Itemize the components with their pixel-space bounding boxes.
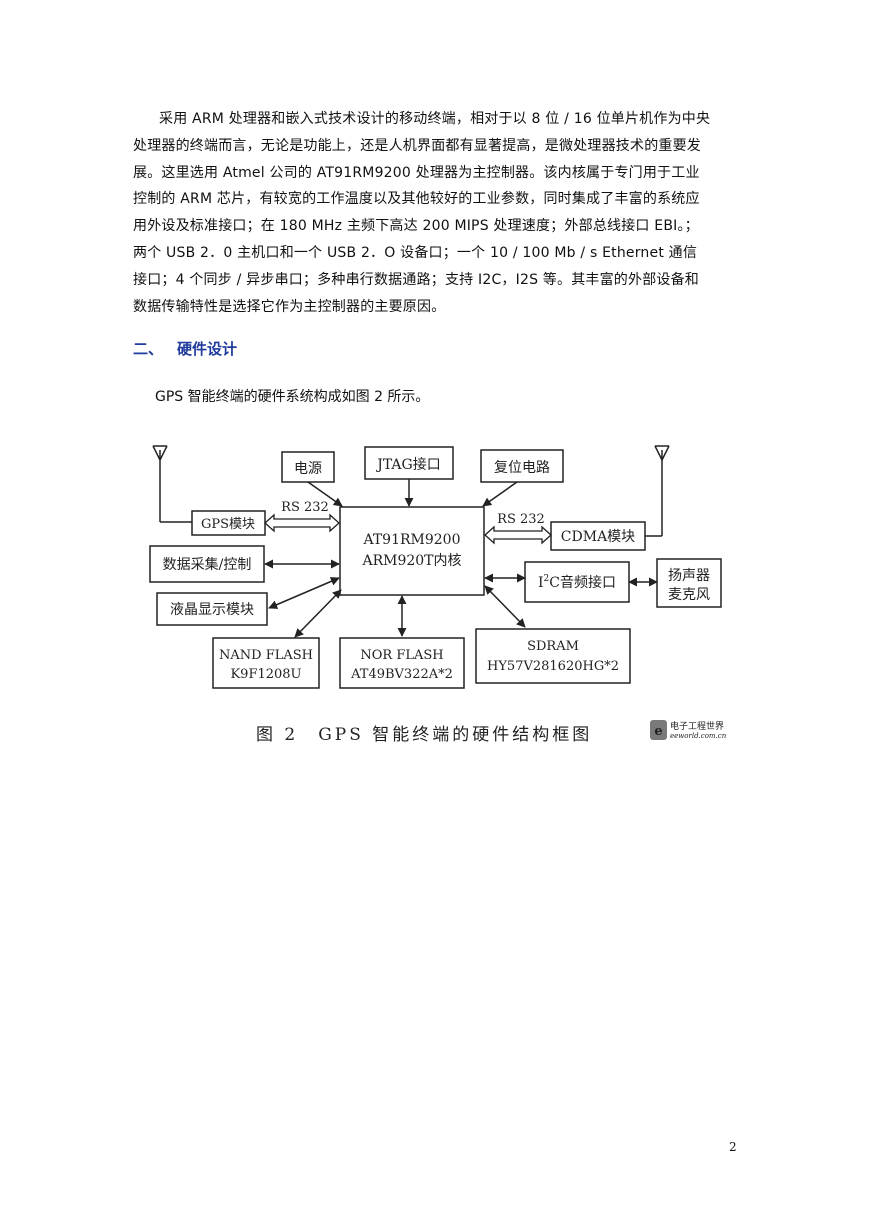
cdma-antenna-icon	[645, 445, 670, 537]
nand-flash-label-2: K9F1208U	[230, 667, 301, 682]
section-heading: 二、硬件设计	[133, 338, 237, 359]
figure-caption: 图 2 GPS 智能终端的硬件结构框图	[256, 725, 593, 745]
body-paragraph: 采用 ARM 处理器和嵌入式技术设计的移动终端，相对于以 8 位 / 16 位单…	[133, 106, 737, 320]
paragraph-line: 用外设及标准接口；在 180 MHz 主频下高达 200 MIPS 处理速度；外…	[133, 218, 699, 235]
jtag-label: JTAG接口	[375, 456, 440, 473]
nor-flash-label-1: NOR FLASH	[360, 648, 443, 663]
i2c-audio-label: I2C音频接口	[538, 574, 616, 591]
paragraph-line: 数据传输特性是选择它作为主控制器的主要原因。	[133, 298, 446, 315]
nor-flash-label-2: AT49BV322A*2	[350, 667, 453, 682]
watermark-url: eeworld.com.cn	[670, 732, 727, 740]
data-acquisition-label: 数据采集/控制	[163, 556, 252, 573]
eeworld-logo: e 电子工程世界 eeworld.com.cn	[650, 720, 727, 740]
section-title: 硬件设计	[177, 340, 238, 358]
watermark-name: 电子工程世界	[670, 720, 724, 732]
data-acquisition-box	[149, 545, 265, 583]
reset-label: 复位电路	[494, 459, 550, 476]
sdram-label-1: SDRAM	[527, 639, 579, 654]
nand-flash-label-1: NAND FLASH	[219, 648, 313, 663]
i2c-suffix: C音频接口	[549, 574, 616, 591]
rs232-left-label: RS 232	[281, 500, 329, 515]
paragraph-line: 控制的 ARM 芯片，有较宽的工作温度以及其他较好的工业参数，同时集成了丰富的系…	[133, 191, 700, 208]
power-label: 电源	[294, 461, 322, 477]
cpu-box	[339, 506, 485, 596]
section-number: 二、	[133, 340, 164, 358]
cdma-module-box	[550, 521, 646, 551]
paragraph-line: 接口；4 个同步 / 异步串口；多种串行数据通路；支持 I2C，I2S 等。其丰…	[133, 271, 700, 288]
cdma-module-label: CDMA模块	[561, 529, 635, 545]
sdram-box	[475, 628, 631, 684]
paragraph-line: 展。这里选用 Atmel 公司的 AT91RM9200 处理器为主控制器。该内核…	[133, 164, 700, 181]
page-number: 2	[729, 1140, 737, 1154]
cpu-label-2: ARM920T内核	[361, 553, 461, 569]
lcd-module-box	[156, 592, 268, 626]
sdram-label-2: HY57V281620HG*2	[487, 659, 619, 674]
svg-text:e: e	[654, 724, 662, 739]
gps-antenna-icon	[152, 445, 192, 523]
rs232-left-link	[264, 513, 340, 533]
rs232-right-link	[484, 525, 552, 545]
paragraph-line: 两个 USB 2．0 主机口和一个 USB 2．O 设备口；一个 10 / 10…	[133, 244, 698, 261]
rs232-right-label: RS 232	[497, 512, 545, 527]
microphone-label: 麦克风	[668, 587, 710, 603]
cpu-label-1: AT91RM9200	[362, 532, 460, 548]
i2c-superscript: 2	[544, 574, 550, 584]
lcd-module-label: 液晶显示模块	[170, 602, 254, 618]
nand-flash-box	[212, 637, 320, 689]
paragraph-line: 处理器的终端而言，无论是功能上，还是人机界面都有显著提高，是微处理器技术的重要发	[133, 137, 701, 154]
figure-intro-text: GPS 智能终端的硬件系统构成如图 2 所示。	[155, 389, 430, 405]
nor-flash-box	[339, 637, 465, 689]
gps-module-label: GPS模块	[201, 517, 255, 532]
paragraph-line: 采用 ARM 处理器和嵌入式技术设计的移动终端，相对于以 8 位 / 16 位单…	[159, 111, 711, 127]
reset-box	[480, 449, 564, 483]
hardware-block-diagram: 电源 JTAG接口 复位电路 RS 232 RS 232 GPS模块 AT91R…	[149, 445, 722, 689]
i2c-prefix: I	[538, 575, 544, 591]
speaker-label: 扬声器	[668, 568, 710, 584]
